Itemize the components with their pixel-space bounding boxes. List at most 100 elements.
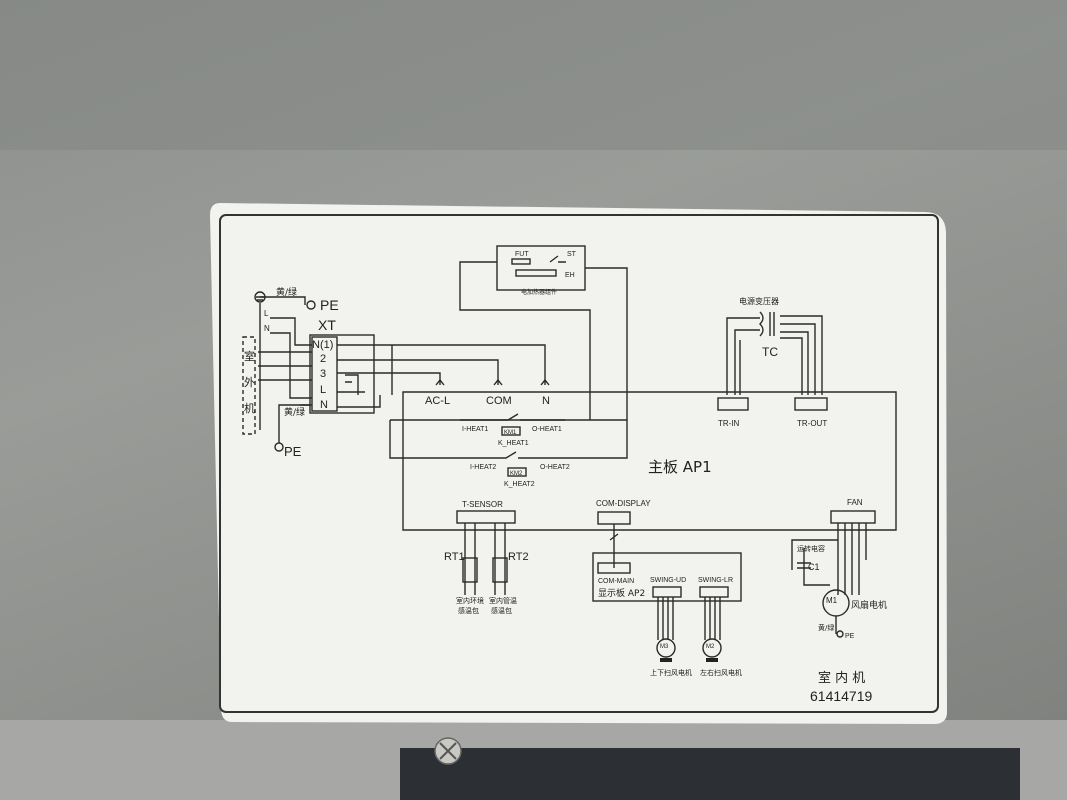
relay1-out: O-HEAT1: [532, 426, 562, 433]
terminal-name: XT: [318, 317, 336, 333]
heating-element: [515, 269, 557, 277]
fan-pe-label: PE: [845, 633, 855, 640]
pe-top-label: PE: [320, 297, 339, 313]
relay2-in: I-HEAT2: [470, 464, 496, 471]
relay1-contacts: [460, 413, 565, 421]
terminal-row-5: N: [320, 399, 328, 411]
ground-wire-label-bottom: 黄/绿: [284, 406, 305, 418]
terminal-input-wires: [258, 317, 312, 406]
ground-wire-label-top: 黄/绿: [276, 286, 297, 298]
transformer-name: TC: [762, 345, 778, 359]
m3-label: M3: [660, 644, 669, 650]
m2-base: [706, 658, 718, 662]
swing-ud-label: SWING-UD: [650, 577, 686, 584]
ground-section: 黄/绿 PE PE 黄/绿: [254, 286, 339, 459]
swing-wires: [657, 597, 721, 640]
sensor-connector-label: T-SENSOR: [462, 500, 503, 509]
thermostat-symbol: [549, 255, 566, 263]
relay1-coil-label: KM1: [504, 430, 517, 436]
pe-bottom-label: PE: [284, 444, 302, 459]
fan-connector-label: FAN: [847, 498, 863, 507]
transformer-wires: [726, 315, 823, 395]
terminal-row-3: 3: [320, 368, 326, 380]
com-main-label: COM-MAIN: [598, 578, 634, 585]
terminal-ac-l: AC-L: [425, 395, 450, 407]
rt2-label: RT2: [508, 551, 529, 563]
display-board-box: [592, 552, 742, 602]
fan-pe-icon: [836, 630, 844, 638]
outdoor-char-2: 外: [244, 376, 255, 389]
m3-caption: 上下扫风电机: [650, 668, 692, 677]
capacitor-symbol: [797, 562, 811, 569]
display-link: [609, 524, 619, 568]
sensor-wires: [464, 523, 506, 595]
sensor-connector: [456, 510, 516, 524]
terminal-row-1: N(1): [312, 339, 333, 351]
relay2-name: K_HEAT2: [504, 481, 535, 488]
outdoor-char-1: 室: [244, 349, 255, 363]
terminal-inner: [311, 336, 338, 412]
transformer-coil-icon: [759, 311, 775, 337]
fan-connector: [830, 510, 876, 524]
terminal-com: COM: [486, 395, 512, 407]
heater-caption: 电加热器组件: [521, 288, 557, 296]
terminal-row-2: 2: [320, 353, 326, 365]
capacitor-caption: 运转电容: [797, 544, 825, 553]
display-board: COM-DISPLAY COM-MAIN 显示板 AP2 SWING-UD SW…: [592, 499, 742, 677]
part-code: 61414719: [810, 688, 873, 704]
com-main-connector: [597, 562, 631, 574]
rt1-caption-1: 室内环境: [456, 596, 484, 605]
outdoor-char-3: 机: [244, 401, 255, 415]
tr-in-label: TR-IN: [718, 419, 740, 428]
terminal-row-4: L: [320, 384, 326, 396]
tr-out-connector: [794, 397, 828, 411]
left-letter-l: L: [264, 309, 269, 318]
screw-slot-icon: [439, 742, 457, 760]
fuse-label: FUT: [515, 251, 529, 258]
relay2-out: O-HEAT2: [540, 464, 570, 471]
display-board-name: 显示板 AP2: [598, 587, 645, 599]
m2-motor-icon: [702, 638, 722, 658]
mainboard: 主板 AP1 AC-L COM N I-HEAT1 O-HEAT1 KM1 K_…: [389, 378, 897, 531]
terminal-box: [309, 334, 375, 414]
metal-panel-shade: [0, 0, 1067, 150]
swing-lr-label: SWING-LR: [698, 577, 733, 584]
thermostat-label: ST: [567, 251, 577, 258]
fan-wires: [791, 523, 867, 595]
fan-motor-caption: 风扇电机: [851, 599, 887, 611]
capacitor-label: C1: [808, 562, 820, 572]
terminal-n: N: [542, 395, 550, 407]
terminal-jumpers: [345, 374, 359, 395]
relay2-coil: [507, 467, 527, 477]
rt1-label: RT1: [444, 551, 465, 563]
m2-label: M2: [706, 644, 715, 650]
rt2-caption-1: 室内管温: [489, 596, 517, 605]
rt1-symbol: [462, 557, 478, 583]
fan-motor-label: M1: [826, 596, 838, 605]
terminal-arrows: [435, 378, 550, 386]
unit-name: 室 内 机: [818, 670, 865, 686]
relay2-wire: [389, 420, 628, 459]
outdoor-unit-box: [242, 336, 256, 435]
tr-in-connector: [717, 397, 749, 411]
relay2-coil-label: KM2: [510, 471, 523, 477]
swing-lr-connector: [699, 586, 729, 598]
m2-caption: 左右扫风电机: [700, 668, 742, 677]
mainboard-name: 主板 AP1: [648, 458, 712, 476]
relay1-name: K_HEAT1: [498, 440, 529, 447]
rt2-caption-2: 感温包: [491, 606, 512, 615]
pe-top-icon: [306, 300, 316, 310]
fan-section: FAN 运转电容 C1 M1 风扇电机 黄/绿 PE: [791, 498, 887, 640]
relay1-in: I-HEAT1: [462, 426, 488, 433]
swing-ud-connector: [652, 586, 682, 598]
terminal-output-wires: [337, 344, 546, 408]
transformer-caption: 电源变压器: [739, 296, 779, 306]
sensors: T-SENSOR RT1 RT2 室内环境 感温包 室内管温 感温包: [444, 500, 529, 615]
terminal-block: XT N(1) 2 3 L N L N 室 外 机: [242, 309, 546, 435]
bracket-slot: [400, 748, 1020, 800]
element-label: EH: [565, 272, 575, 279]
heater-assembly: FUT ST EH 电加热器组件: [390, 245, 628, 421]
transformer: 电源变压器 TC TR-IN TR-OUT: [717, 296, 828, 428]
tr-out-label: TR-OUT: [797, 419, 827, 428]
